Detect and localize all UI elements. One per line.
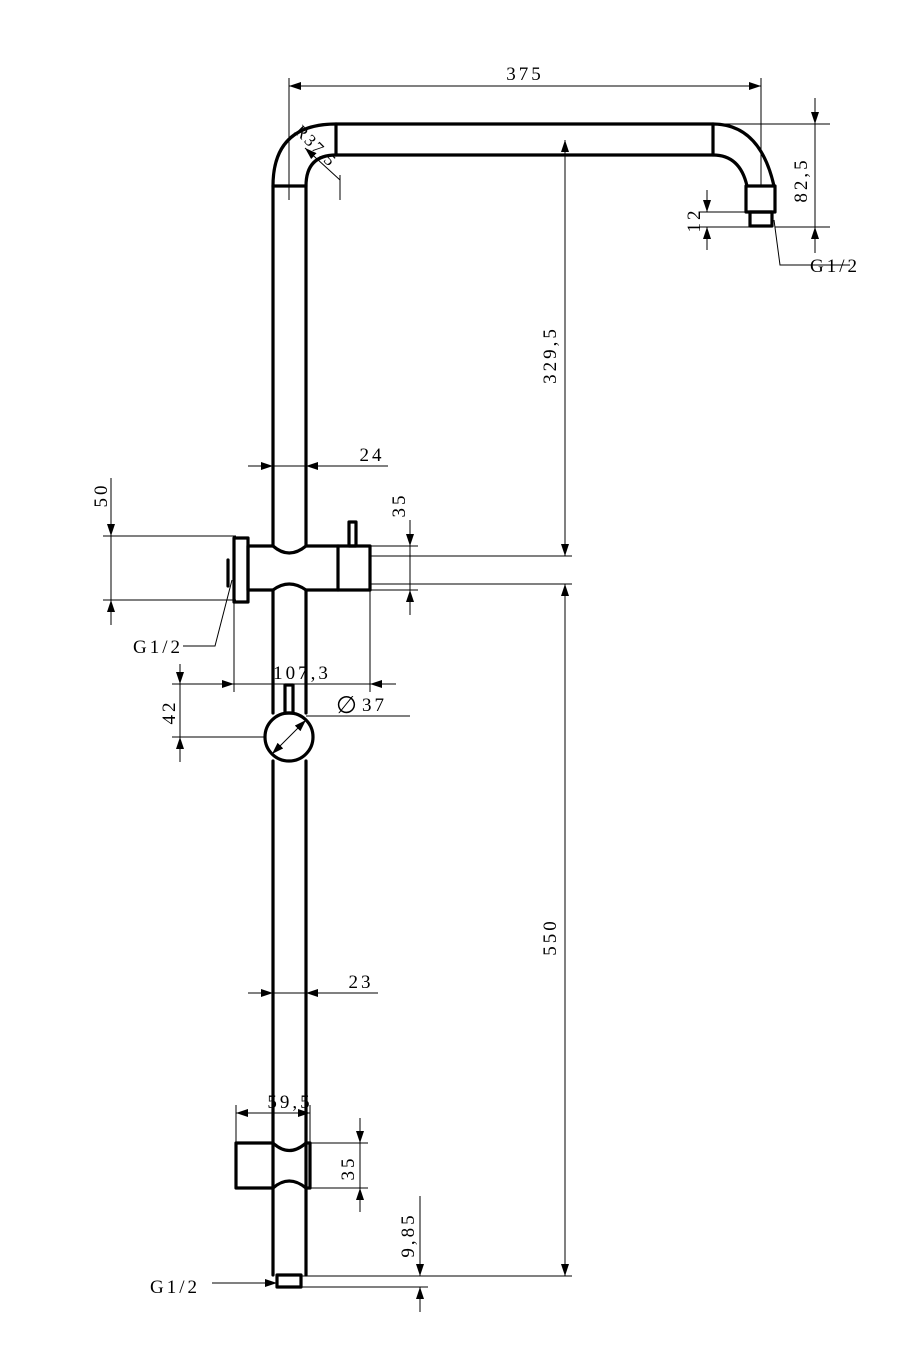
top-arm <box>271 122 776 548</box>
dim-bend-radius: R37,5 <box>291 121 341 171</box>
head-thread <box>748 210 774 228</box>
diameter-symbol: ∅ <box>336 693 360 719</box>
knob-handle <box>283 683 295 715</box>
head-connector <box>744 184 777 214</box>
dim-pipe-diameter-upper: 24 <box>360 445 385 466</box>
dim-slider-height: 35 <box>338 1156 359 1181</box>
label-thread-diverter: G1/2 <box>133 637 183 658</box>
dim-top-width: 375 <box>506 64 544 85</box>
dim-thread-length-top: 12 <box>684 208 705 233</box>
dim-upper-length: 329,5 <box>540 326 561 384</box>
dim-lower-length: 550 <box>540 918 561 956</box>
dim-slider-width: 59,5 <box>267 1092 312 1113</box>
dim-knob-offset: 42 <box>159 700 180 725</box>
dim-head-drop: 82,5 <box>791 157 812 202</box>
diverter-flange <box>232 536 250 604</box>
diverter-pin <box>347 520 358 548</box>
bottom-thread <box>275 1273 303 1289</box>
diverter-body <box>246 544 372 592</box>
label-thread-bottom: G1/2 <box>150 1277 200 1298</box>
dimension-labels: 375 R37,5 82,5 12 G1/2 329,5 24 50 35 G1… <box>91 64 860 1298</box>
dim-pipe-diameter-lower: 23 <box>349 972 374 993</box>
dim-knob-diameter: ∅ 37 <box>336 693 387 719</box>
dim-bottom-offset: 9,85 <box>398 1212 419 1257</box>
knob-diameter-value: 37 <box>362 695 387 716</box>
dim-outlet-offset: 50 <box>91 483 112 508</box>
dimension-lines <box>103 78 850 1312</box>
dim-diverter-width: 107,3 <box>273 663 331 684</box>
label-thread-top: G1/2 <box>810 256 860 277</box>
dim-holder-height: 35 <box>389 493 410 518</box>
